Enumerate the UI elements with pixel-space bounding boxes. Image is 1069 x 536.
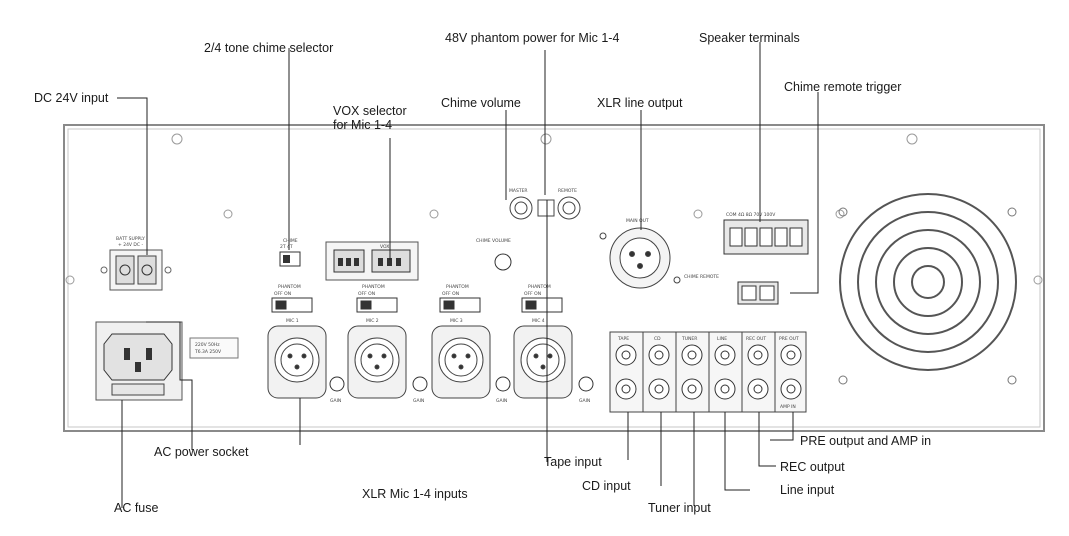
ac-rating-label-2: T6.3A 250V xyxy=(194,349,222,355)
phantom-label-4: PHANTOM xyxy=(528,284,551,290)
top-screws xyxy=(171,133,918,145)
chassis-inner-line xyxy=(67,128,1041,428)
phantom-offon-4: OFF ON xyxy=(524,291,541,297)
tone-chime-switch xyxy=(279,251,301,267)
dc-24v-input-connector xyxy=(100,249,172,291)
chime-selector-label: CHIME xyxy=(283,238,298,244)
phantom-label-3: PHANTOM xyxy=(446,284,469,290)
fan-screws xyxy=(838,207,1017,385)
vox-dip-switch xyxy=(325,241,419,281)
side-screws xyxy=(65,209,1043,285)
callout-phantom-power: 48V phantom power for Mic 1-4 xyxy=(445,31,620,45)
xlr-out-panel-label: MAIN OUT xyxy=(626,218,649,224)
chassis-outline xyxy=(63,124,1045,432)
phantom-offon-2: OFF ON xyxy=(358,291,375,297)
speaker-terminal-block xyxy=(723,219,809,255)
rca-label-tuner: TUNER xyxy=(681,336,697,342)
dc-supply-label: BATT SUPPLY xyxy=(116,236,145,242)
callout-chime-volume: Chime volume xyxy=(441,96,521,110)
gain-label-4: GAIN xyxy=(579,398,590,404)
mic-label-3: MIC 3 xyxy=(450,318,463,324)
callout-ac-fuse: AC fuse xyxy=(114,501,159,515)
xlr-mic-inputs xyxy=(267,325,573,399)
gain-label-2: GAIN xyxy=(413,398,424,404)
remote-panel-label: REMOTE xyxy=(558,188,577,194)
speaker-signs: COM 4Ω 8Ω 70V 100V xyxy=(726,212,776,218)
mic-label-1: MIC 1 xyxy=(286,318,299,324)
gain-label-1: GAIN xyxy=(330,398,341,404)
chime-volume-panel-label: CHIME VOLUME xyxy=(476,238,511,244)
dc-supply-sub-label: + 24V DC - xyxy=(118,242,143,248)
mic-label-2: MIC 2 xyxy=(366,318,379,324)
ac-fuse-holder xyxy=(111,383,165,396)
callout-tone-chime-selector: 2/4 tone chime selector xyxy=(204,41,334,55)
chime-options-label: 2T 4T xyxy=(280,244,293,250)
phantom-label-2: PHANTOM xyxy=(362,284,385,290)
chime-remote-panel-label: CHIME REMOTE xyxy=(684,274,719,280)
phantom-label-1: PHANTOM xyxy=(278,284,301,290)
rca-jacks xyxy=(615,344,802,400)
callout-line-input: Line input xyxy=(780,483,835,497)
callout-chime-remote-trigger: Chime remote trigger xyxy=(784,80,902,94)
callout-tape-input: Tape input xyxy=(544,455,602,469)
callout-pre-output-amp-in: PRE output and AMP in xyxy=(800,434,932,448)
rca-input-output-panel xyxy=(609,331,807,413)
callout-ac-power-socket: AC power socket xyxy=(154,445,249,459)
rca-label-tape: TAPE xyxy=(617,336,629,342)
callout-vox-selector-line1: VOX selector xyxy=(333,104,407,118)
phantom-offon-1: OFF ON xyxy=(274,291,291,297)
phantom-switches xyxy=(271,297,563,313)
gain-label-3: GAIN xyxy=(496,398,507,404)
gain-trims xyxy=(329,376,594,392)
rca-label-pre: PRE OUT xyxy=(779,336,799,342)
rca-label-cd: CD xyxy=(654,336,661,342)
callout-cd-input: CD input xyxy=(582,479,631,493)
callout-xlr-line-output: XLR line output xyxy=(597,96,683,110)
callout-dc-24v-input: DC 24V input xyxy=(34,91,109,105)
rca-label-line: LINE xyxy=(717,336,727,342)
vox-label: VOX xyxy=(380,244,389,250)
callout-leader-lines xyxy=(117,42,819,508)
chime-remote-terminal xyxy=(737,281,779,305)
chime-volume-knob xyxy=(494,253,512,271)
xlr-line-output-connector xyxy=(599,227,681,289)
callout-tuner-input: Tuner input xyxy=(648,501,711,515)
master-remote-connectors xyxy=(509,196,581,220)
master-panel-label: MASTER xyxy=(509,188,528,194)
ac-rating-plate xyxy=(189,337,239,359)
rca-label-rec: REC OUT xyxy=(746,336,766,342)
callout-speaker-terminals: Speaker terminals xyxy=(699,31,800,45)
phantom-offon-3: OFF ON xyxy=(442,291,459,297)
ac-rating-label: 220V 50Hz xyxy=(195,342,220,348)
fan-grille xyxy=(839,193,1017,371)
callout-rec-output: REC output xyxy=(780,460,845,474)
callout-xlr-mic-inputs: XLR Mic 1-4 inputs xyxy=(362,487,468,501)
mic-label-4: MIC 4 xyxy=(532,318,545,324)
callout-vox-selector-line2: for Mic 1-4 xyxy=(333,118,393,132)
rca-label-amp-in: AMP IN xyxy=(780,404,796,410)
